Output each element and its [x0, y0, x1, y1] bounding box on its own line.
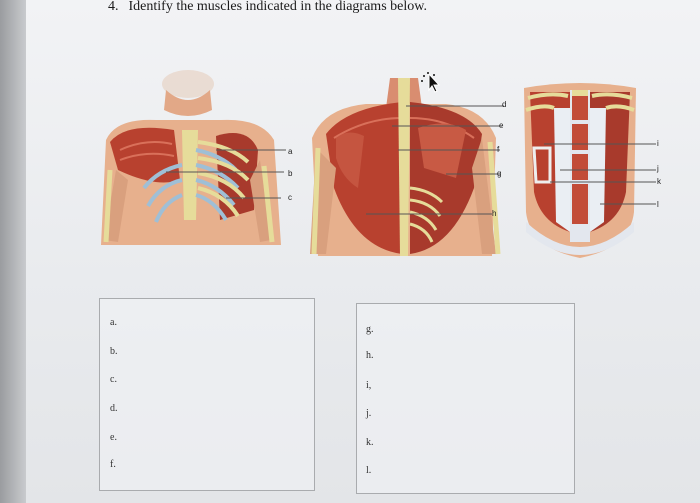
label-i: i [657, 139, 659, 148]
label-e: e [499, 121, 504, 130]
answer-box-g-l[interactable] [356, 303, 575, 494]
label-h: h [492, 209, 497, 218]
question-text: Identify the muscles indicated in the di… [128, 0, 427, 14]
answer-label-h: h. [366, 350, 374, 361]
answer-label-g: g. [366, 324, 374, 335]
answer-box-a-f[interactable] [99, 298, 315, 491]
answer-label-d: d. [110, 403, 118, 414]
label-d: d [502, 100, 507, 109]
answer-label-k: k. [366, 437, 374, 448]
back-diagram [310, 78, 504, 256]
label-j: j [657, 164, 659, 173]
label-k: k [657, 177, 661, 186]
question-number: 4. [108, 0, 119, 14]
answer-label-e: e. [110, 432, 117, 443]
abdomen-diagram [524, 83, 656, 258]
label-a: a [288, 147, 293, 156]
cursor-arrow-icon [421, 72, 440, 93]
screen-edge [0, 0, 26, 503]
chest-front-diagram [101, 70, 286, 245]
answer-label-j: j. [366, 408, 372, 419]
label-l: l [657, 200, 659, 209]
label-f: f [497, 145, 500, 154]
question-heading: 4. Identify the muscles indicated in the … [108, 0, 427, 15]
answer-label-a: a. [110, 317, 117, 328]
label-b: b [288, 169, 293, 178]
answer-label-c: c. [110, 374, 117, 385]
label-g: g [497, 169, 502, 178]
answer-label-b: b. [110, 346, 118, 357]
answer-label-i: i, [366, 380, 372, 391]
answer-label-l: l. [366, 465, 372, 476]
answer-label-f: f. [110, 459, 116, 470]
label-c: c [288, 193, 292, 202]
